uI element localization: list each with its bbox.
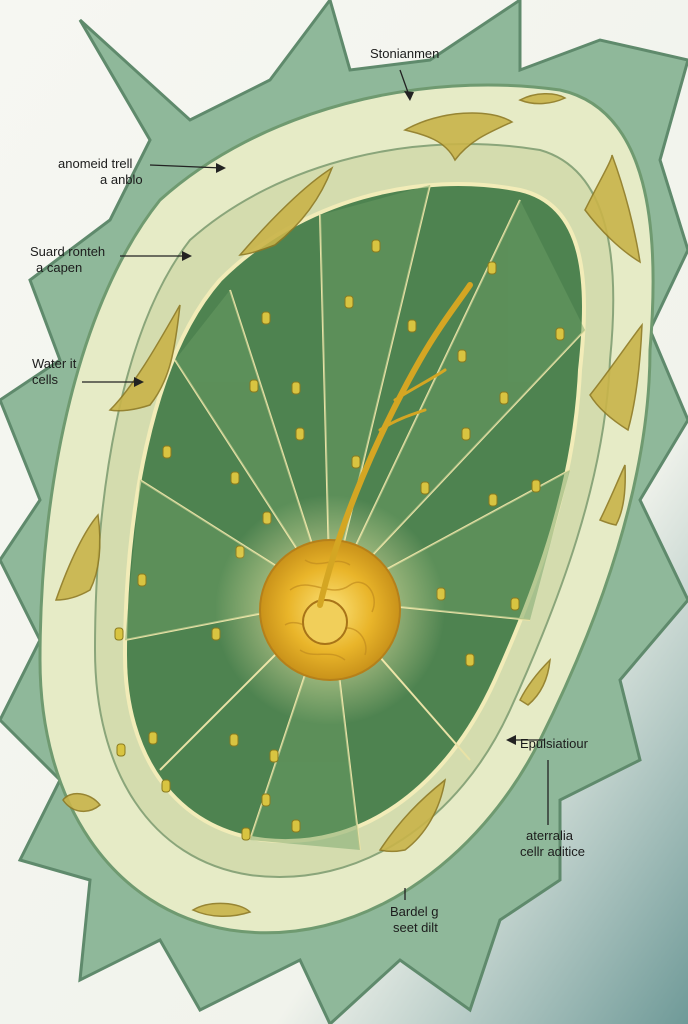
pointer-arrowheads — [134, 91, 516, 745]
golden-strand-branch — [378, 368, 447, 432]
label-water-line1: Water it — [32, 356, 77, 371]
label-aterralia-line2: cellr aditice — [520, 844, 586, 859]
label-suard-line1: Suard ronteh — [30, 244, 106, 259]
label-suard-line2: a capen — [36, 260, 83, 275]
label-anomeid-line2: a anblo — [100, 172, 143, 187]
label-aterralia-line1: aterralia — [526, 828, 573, 843]
wall-deposits — [54, 93, 643, 917]
label-anomeid: anomeid trell a anblo — [58, 156, 143, 188]
label-anomeid-line1: anomeid trell — [58, 156, 133, 171]
label-water: Water it cells — [32, 356, 76, 388]
label-bardel-line2: seet dilt — [393, 920, 438, 935]
golden-strand — [317, 282, 473, 608]
nucleolus — [302, 599, 348, 645]
label-suard: Suard ronteh a capen — [30, 244, 105, 276]
label-bardel: Bardel g seet dilt — [390, 904, 438, 936]
label-equil: Epulsiatiour — [520, 736, 588, 752]
chloroplasts — [114, 239, 565, 841]
label-stomata: Stonianmen — [370, 46, 439, 62]
label-aterralia: aterralia cellr aditice — [520, 828, 585, 860]
label-bardel-line1: Bardel g — [390, 904, 439, 919]
label-equil-text: Epulsiatiour — [520, 736, 588, 751]
label-water-line2: cells — [32, 372, 59, 387]
label-stomata-text: Stonianmen — [370, 46, 440, 61]
